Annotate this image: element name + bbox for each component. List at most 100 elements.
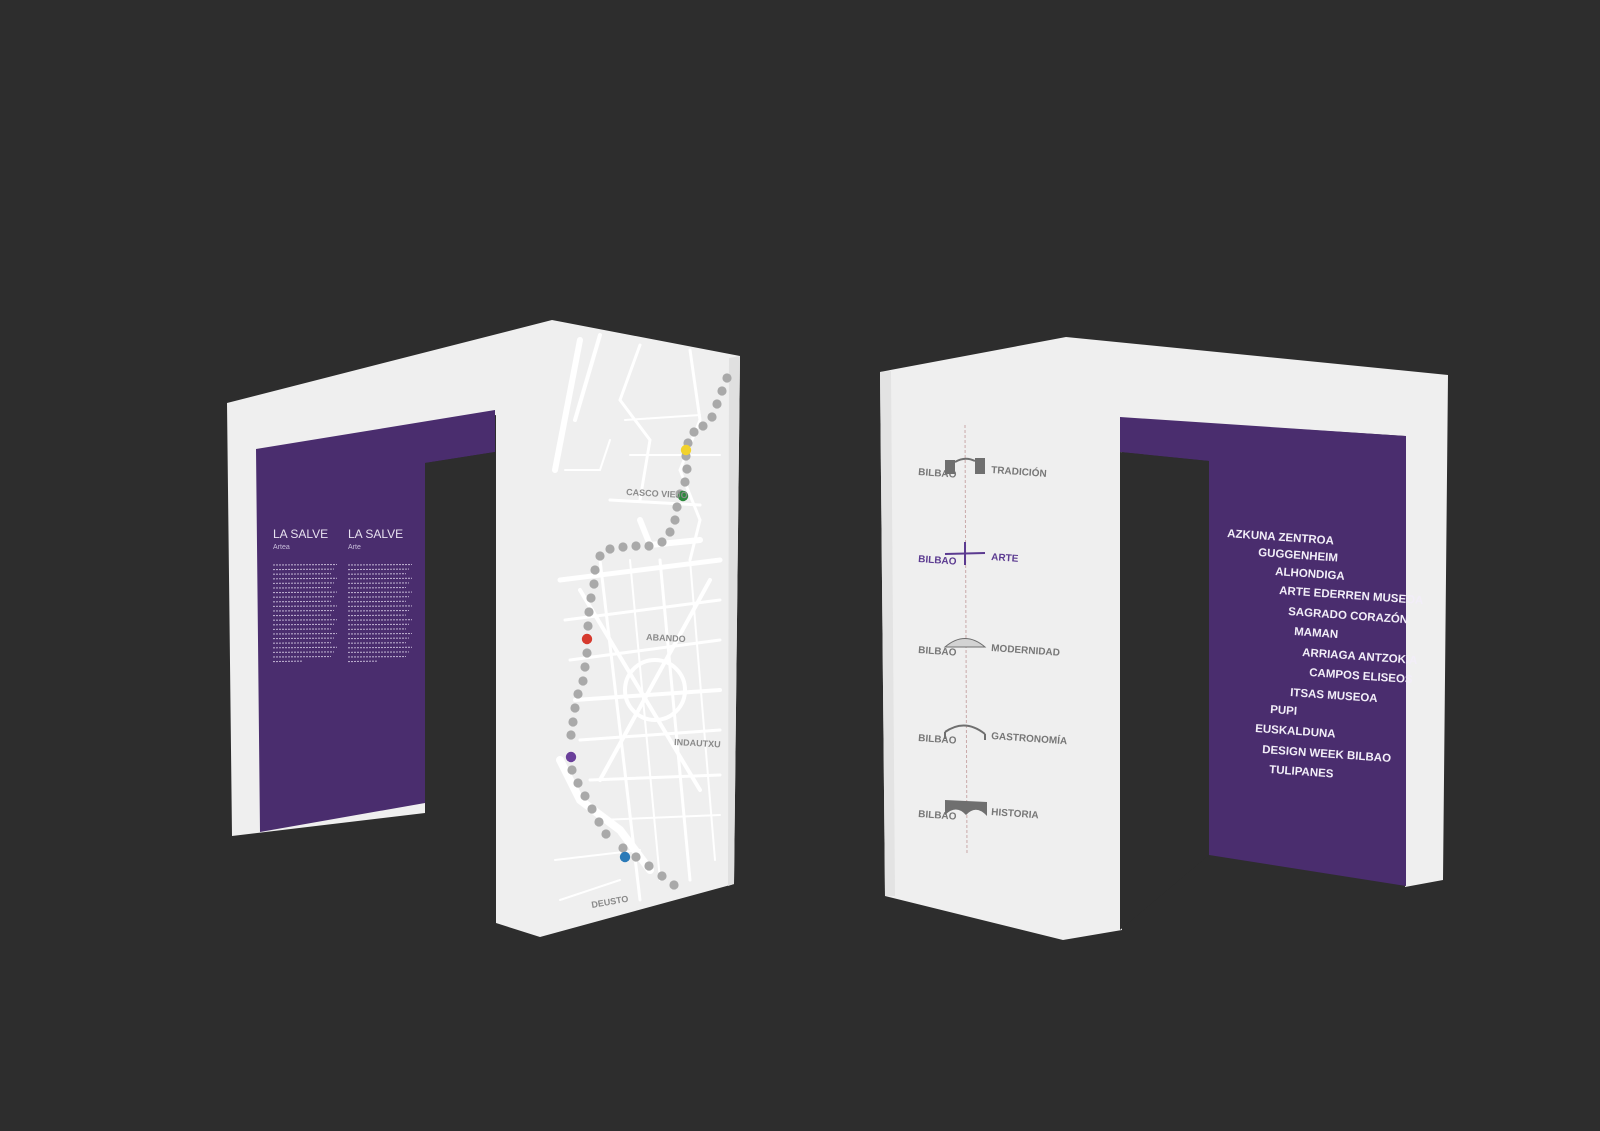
route-dot xyxy=(570,703,580,713)
route-dot xyxy=(573,778,583,788)
route-dot xyxy=(657,537,667,547)
route-dots xyxy=(566,373,732,890)
body-text-line xyxy=(347,660,379,663)
body-text-line xyxy=(272,605,338,607)
bridge-truss-icon xyxy=(945,457,985,474)
route-dot xyxy=(680,477,690,487)
body-text-line xyxy=(272,655,332,658)
map-label-casco-viejo: CASCO VIEJO xyxy=(626,487,688,500)
body-text-line xyxy=(347,605,413,607)
place-item: MAMAN xyxy=(1294,626,1339,641)
right-structure-side-shade xyxy=(880,371,895,896)
station-purple xyxy=(565,751,577,763)
col1-subtitle: Artea xyxy=(273,544,290,551)
body-text-line xyxy=(272,660,304,663)
body-text-line xyxy=(347,614,407,617)
body-text-line xyxy=(272,637,335,640)
body-text-line xyxy=(272,573,332,575)
timeline-right-label: HISTORIA xyxy=(991,807,1039,821)
route-dot xyxy=(580,662,590,672)
station-green xyxy=(677,490,689,502)
route-dot xyxy=(582,648,592,658)
stations xyxy=(565,444,692,863)
body-text-line xyxy=(272,628,332,630)
body-text-line xyxy=(272,591,338,594)
left-structure: LA SALVE Artea LA SALVE Arte xyxy=(227,320,740,937)
place-item: PUPI xyxy=(1270,704,1298,718)
route-dot xyxy=(589,579,599,589)
body-text-line xyxy=(347,573,407,575)
route-dot xyxy=(594,817,604,827)
route-dot xyxy=(605,544,615,554)
route-dot xyxy=(618,843,628,853)
body-text-line xyxy=(347,632,413,635)
body-text-line xyxy=(347,577,413,580)
body-text-line xyxy=(347,582,410,584)
col2-title: LA SALVE xyxy=(348,527,403,541)
body-text-line xyxy=(347,637,410,640)
body-text-line xyxy=(272,582,335,584)
body-text-line xyxy=(272,651,335,653)
route-dot xyxy=(722,373,732,383)
route-dot xyxy=(669,880,679,890)
route-dot xyxy=(580,791,590,801)
body-text-line xyxy=(272,600,332,603)
body-text-line xyxy=(272,614,332,617)
route-dot xyxy=(657,871,667,881)
route-dot xyxy=(595,551,605,561)
route-dot xyxy=(584,607,594,617)
body-text-line xyxy=(272,632,338,635)
body-text-line xyxy=(347,609,410,612)
route-dot xyxy=(601,829,611,839)
map-streets xyxy=(552,333,723,902)
body-text-line xyxy=(272,609,335,612)
stone-bridge-icon xyxy=(945,800,987,816)
col2-subtitle: Arte xyxy=(348,544,361,551)
route-dot xyxy=(587,804,597,814)
timeline-left-label: BILBAO xyxy=(918,733,957,747)
route-dot xyxy=(672,502,682,512)
body-text-line xyxy=(347,586,407,589)
body-text-line xyxy=(347,591,413,594)
left-structure-side-shade xyxy=(728,356,740,886)
timeline-left-label: BILBAO xyxy=(918,554,957,568)
body-text-line xyxy=(272,623,335,626)
station-red xyxy=(581,633,593,645)
route-dot xyxy=(618,542,628,552)
body-text-line xyxy=(272,642,332,644)
route-dot xyxy=(631,852,641,862)
route-dot xyxy=(586,593,596,603)
map: CASCO VIEJO ABANDO INDAUTXU DEUSTO xyxy=(552,333,732,910)
route-dot xyxy=(583,621,593,631)
body-text-line xyxy=(347,651,410,653)
route-dot xyxy=(698,421,708,431)
map-label-indautxu: INDAUTXU xyxy=(674,737,721,749)
left-opening xyxy=(425,452,495,923)
right-structure-body xyxy=(880,337,1448,940)
body-text-line xyxy=(272,619,338,621)
route-dot xyxy=(566,730,576,740)
body-text-line xyxy=(347,642,407,644)
body-text-line xyxy=(347,646,413,649)
route-dot xyxy=(578,676,588,686)
route-dot xyxy=(689,427,699,437)
place-item: GUGGENHEIM xyxy=(1258,547,1339,565)
body-text-line xyxy=(347,600,407,603)
body-text-line xyxy=(272,577,338,580)
body-text-line xyxy=(347,563,413,566)
route-dot xyxy=(573,689,583,699)
timeline-left-label: BILBAO xyxy=(918,645,957,659)
body-text-line xyxy=(347,623,410,626)
place-item: EUSKALDUNA xyxy=(1255,723,1336,741)
body-text-line xyxy=(347,655,407,658)
route-dot xyxy=(682,464,692,474)
route-dot xyxy=(567,765,577,775)
col1-title: LA SALVE xyxy=(273,527,328,541)
body-text-line xyxy=(272,596,335,598)
place-item: TULIPANES xyxy=(1269,764,1334,780)
place-item: ALHONDIGA xyxy=(1275,566,1345,583)
